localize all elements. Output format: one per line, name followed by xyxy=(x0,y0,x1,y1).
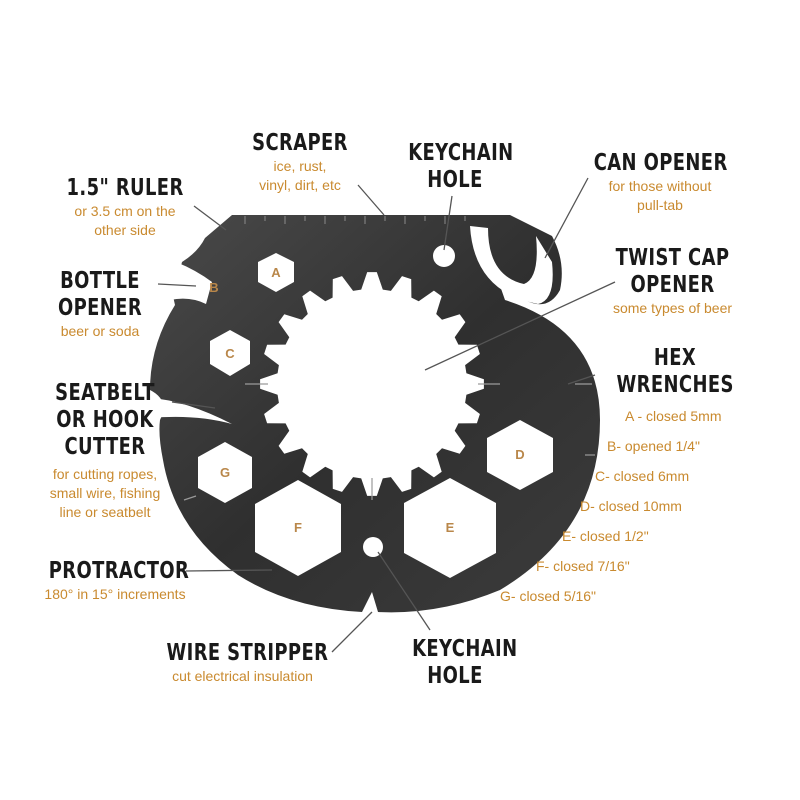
callout-seatbelt: SEATBELT OR HOOK CUTTER for cutting rope… xyxy=(20,380,190,522)
callout-bottle-opener: BOTTLE OPENER beer or soda xyxy=(40,268,160,341)
callout-wire-stripper: WIRE STRIPPER cut electrical insulation xyxy=(145,640,340,686)
wire-stripper-sub: cut electrical insulation xyxy=(172,668,313,684)
hex-wrenches-title-2: WRENCHES xyxy=(616,372,734,398)
hole-label-g: G xyxy=(220,465,230,480)
callout-twist-cap: TWIST CAP OPENER some types of beer xyxy=(585,245,760,318)
ruler-sub-2: other side xyxy=(94,222,156,238)
keychain-bottom-title-1: KEYCHAIN xyxy=(412,636,518,662)
wire-stripper-title: WIRE STRIPPER xyxy=(166,640,329,666)
protractor-sub: 180° in 15° increments xyxy=(44,586,186,602)
callout-ruler: 1.5" RULER or 3.5 cm on the other side xyxy=(50,175,200,240)
callout-scraper: SCRAPER ice, rust, vinyl, dirt, etc xyxy=(230,130,370,195)
callout-hex-wrenches-title: HEX WRENCHES xyxy=(600,345,750,399)
bottle-opener-title-1: BOTTLE xyxy=(60,268,140,294)
hex-wrench-item-g: G- closed 5/16" xyxy=(500,588,597,604)
hole-label-a: A xyxy=(271,265,281,280)
ruler-ticks xyxy=(244,216,466,224)
callout-can-opener: CAN OPENER for those without pull-tab xyxy=(575,150,745,215)
seatbelt-sub-3: line or seatbelt xyxy=(59,504,151,520)
hole-label-d: D xyxy=(515,447,524,462)
seatbelt-sub-2: small wire, fishing xyxy=(49,485,161,501)
can-opener-title: CAN OPENER xyxy=(593,150,728,176)
twist-cap-title-1: TWIST CAP xyxy=(615,245,730,271)
seatbelt-sub-1: for cutting ropes, xyxy=(52,466,158,482)
can-opener-sub-2: pull-tab xyxy=(637,197,683,213)
scraper-sub-2: vinyl, dirt, etc xyxy=(259,177,341,193)
multitool-body xyxy=(150,215,600,613)
twist-cap-sub: some types of beer xyxy=(612,300,733,316)
keychain-bottom-title-2: HOLE xyxy=(427,663,483,689)
keychain-top-title-2: HOLE xyxy=(427,167,483,193)
hex-wrench-item-f: F- closed 7/16" xyxy=(536,558,630,574)
seatbelt-title-3: CUTTER xyxy=(64,434,146,460)
callout-keychain-bottom: KEYCHAIN HOLE xyxy=(400,636,518,690)
hex-wrench-item-d: D- closed 10mm xyxy=(580,498,682,514)
hole-label-c: C xyxy=(225,346,235,361)
scraper-sub-1: ice, rust, xyxy=(273,158,327,174)
hex-wrench-item-e: E- closed 1/2" xyxy=(562,528,649,544)
hole-label-f: F xyxy=(294,520,302,535)
bottle-opener-sub: beer or soda xyxy=(60,323,140,339)
scraper-title: SCRAPER xyxy=(252,130,348,156)
bottle-opener-title-2: OPENER xyxy=(57,295,143,321)
can-opener-sub-1: for those without xyxy=(608,178,712,194)
hole-label-e: E xyxy=(446,520,455,535)
keychain-top-title-1: KEYCHAIN xyxy=(408,140,514,166)
hex-wrench-item-c: C- closed 6mm xyxy=(595,468,690,484)
hex-wrench-item-b: B- opened 1/4" xyxy=(607,438,700,454)
protractor-title: PROTRACTOR xyxy=(48,558,190,584)
hex-wrenches-title-1: HEX xyxy=(653,345,697,371)
ruler-title: 1.5" RULER xyxy=(66,175,184,201)
callout-keychain-top: KEYCHAIN HOLE xyxy=(395,140,515,194)
protractor-ticks xyxy=(183,383,595,501)
twist-cap-title-2: OPENER xyxy=(630,272,715,298)
hole-label-b: B xyxy=(209,280,218,295)
leader-lines xyxy=(157,177,616,653)
seatbelt-title-2: OR HOOK xyxy=(56,407,154,433)
ruler-sub-1: or 3.5 cm on the xyxy=(74,203,176,219)
seatbelt-title-1: SEATBELT xyxy=(55,380,155,406)
hex-wrench-item-a: A - closed 5mm xyxy=(625,408,722,424)
callout-protractor: PROTRACTOR 180° in 15° increments xyxy=(30,558,200,604)
